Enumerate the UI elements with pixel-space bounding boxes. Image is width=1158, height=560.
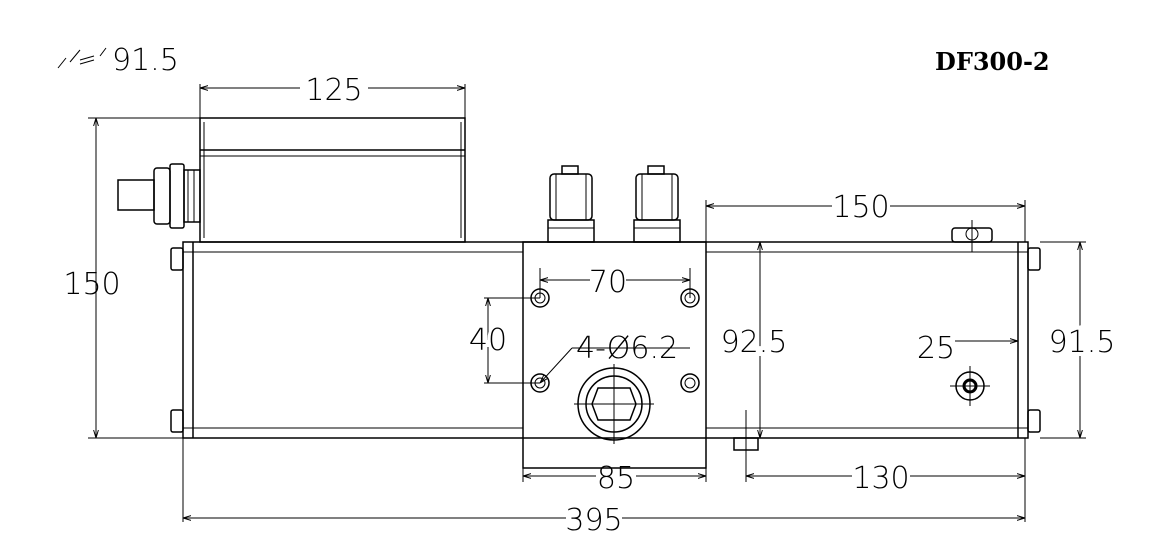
dimension-label: 130: [852, 461, 909, 496]
bottom-fitting: [733, 410, 759, 456]
dimension-hole-spacing-y: 40: [466, 297, 540, 384]
center-port: [574, 364, 654, 444]
side-port: [950, 366, 990, 406]
dimension-label: 25: [917, 331, 955, 366]
mount-hole: [680, 373, 700, 393]
dimension-label: 150: [63, 267, 120, 302]
dimension-label: 395: [565, 503, 622, 538]
dimension-label: 70: [589, 265, 627, 300]
dimension-top-width: 125: [199, 73, 466, 118]
model-label: DF300-2: [935, 47, 1050, 76]
dimension-label: 85: [597, 461, 635, 496]
dimension-label: 40: [469, 323, 507, 358]
connector-right: [633, 165, 681, 243]
dimension-label: 150: [832, 190, 889, 225]
dimension-label: 92.5: [721, 325, 788, 360]
hole-callout-label: 4-Ø6.2: [576, 331, 678, 366]
dimension-label: 91.5: [1049, 325, 1116, 360]
dimension-label: 125: [305, 73, 362, 108]
dimension-right-bottom: 130: [745, 456, 1025, 496]
top-fitting: [951, 220, 993, 252]
corner-note: 91.5: [57, 43, 179, 78]
dimension-plate-width: 85: [522, 461, 707, 496]
connector-left: [547, 165, 595, 243]
dimension-port-offset: 25: [917, 331, 1018, 366]
dimension-body-height: 91.5: [1040, 241, 1119, 439]
dimension-plate-height: 92.5: [717, 242, 791, 438]
dimension-hole-spacing-x: 70: [539, 265, 691, 300]
hole-callout: 4-Ø6.2: [540, 331, 690, 383]
junction-box: [199, 117, 466, 243]
cable-gland: [117, 163, 201, 229]
corner-note-value: 91.5: [112, 43, 179, 78]
dimension-right-offset: 150: [705, 190, 1026, 242]
dimension-overall-length: 395: [182, 438, 1026, 538]
dimension-overall-height: 150: [63, 117, 200, 439]
